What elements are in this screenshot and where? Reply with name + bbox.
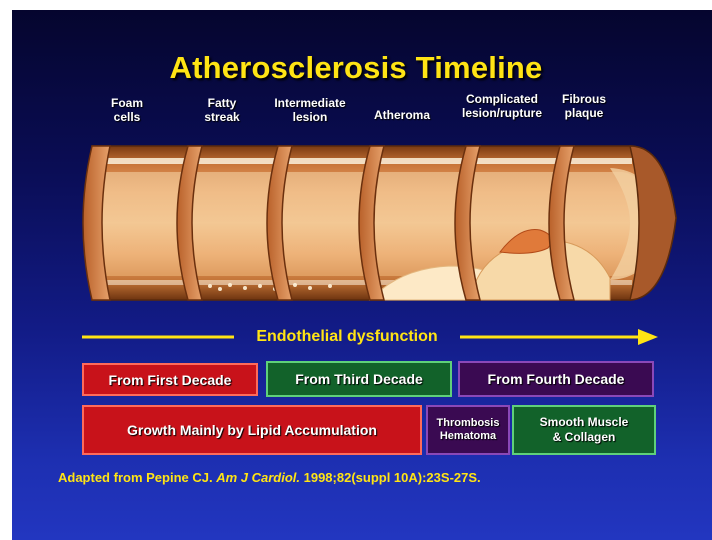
- slide-title: Atherosclerosis Timeline: [12, 50, 700, 86]
- citation-prefix: Adapted from Pepine CJ.: [58, 470, 216, 485]
- stage-label-atheroma: Atheroma: [362, 108, 442, 122]
- decade-box-first: From First Decade: [82, 363, 258, 396]
- stage-label-foam-cells: Foam cells: [98, 96, 156, 124]
- citation: Adapted from Pepine CJ. Am J Cardiol. 19…: [58, 470, 481, 485]
- citation-journal: Am J Cardiol.: [216, 470, 300, 485]
- stage-label-intermediate-lesion: Intermediate lesion: [264, 96, 356, 124]
- stage-label-complicated-lesion: Complicated lesion/rupture: [450, 92, 554, 120]
- growth-box-lipid: Growth Mainly by Lipid Accumulation: [82, 405, 422, 455]
- artery-illustration: [70, 128, 684, 314]
- slide: Atherosclerosis Timeline Foam cells Fatt…: [12, 10, 712, 540]
- growth-box-smooth-muscle: Smooth Muscle & Collagen: [512, 405, 656, 455]
- endothelial-dysfunction-label: Endothelial dysfunction: [238, 326, 456, 348]
- stage-label-fibrous-plaque: Fibrous plaque: [556, 92, 612, 120]
- growth-box-thrombosis: Thrombosis Hematoma: [426, 405, 510, 455]
- decade-box-third: From Third Decade: [266, 361, 452, 397]
- arrow-head: [638, 329, 658, 345]
- stage-label-fatty-streak: Fatty streak: [194, 96, 250, 124]
- decade-box-fourth: From Fourth Decade: [458, 361, 654, 397]
- citation-suffix: 1998;82(suppl 10A):23S-27S.: [300, 470, 481, 485]
